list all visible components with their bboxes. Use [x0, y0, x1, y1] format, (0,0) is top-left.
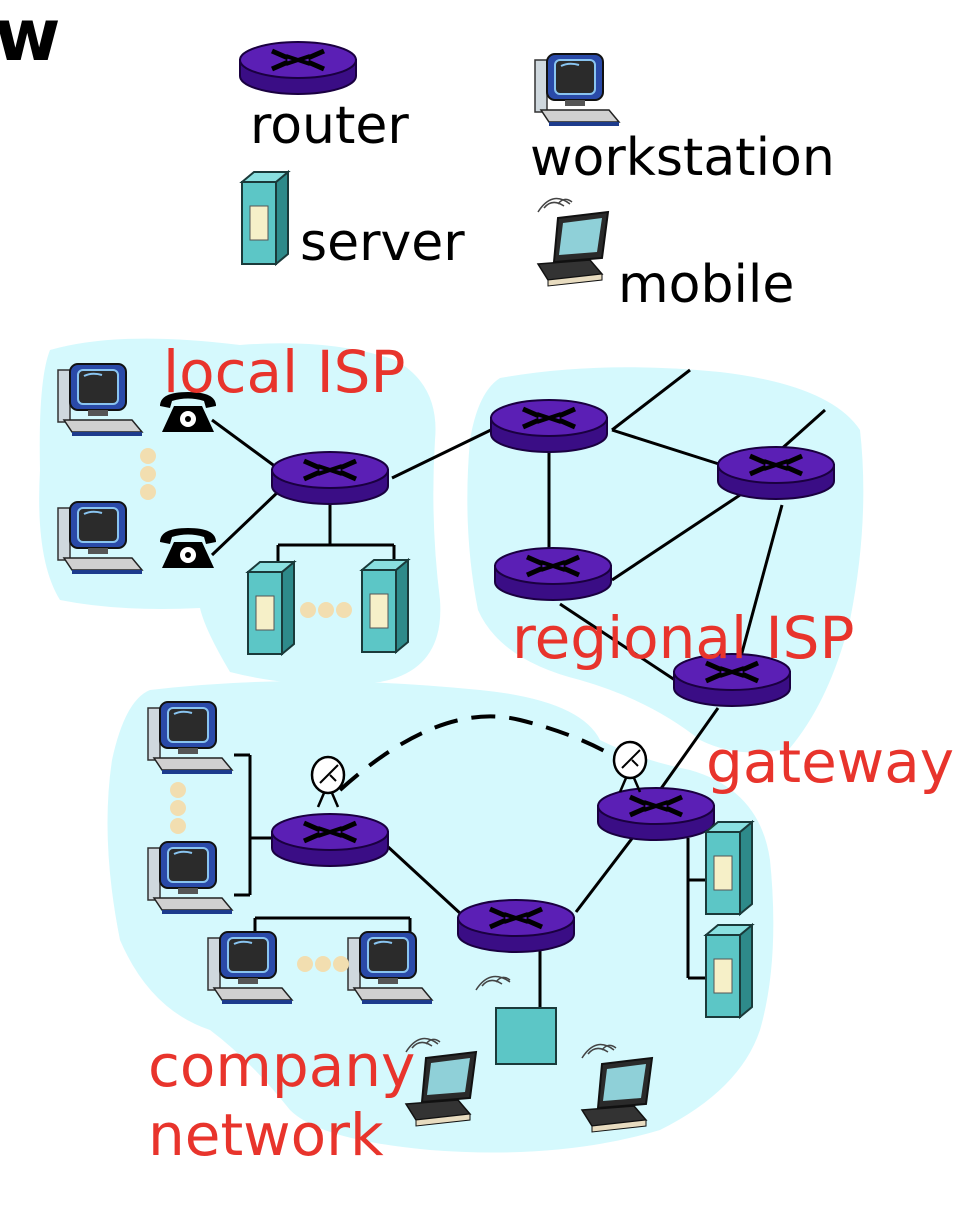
gateway-label: gateway: [706, 728, 954, 796]
router-icon: [598, 788, 714, 840]
legend-server-label: server: [300, 213, 465, 273]
router-icon: [718, 447, 834, 499]
access-point-icon: [495, 1007, 557, 1065]
server-icon: [705, 924, 753, 1018]
ellipsis-dot: [318, 602, 334, 618]
legend-router-icon: [240, 42, 356, 94]
legend-server-icon: [241, 171, 289, 265]
regional-isp-label: regional ISP: [512, 604, 854, 672]
router-icon: [272, 814, 388, 866]
ellipsis-dot: [170, 818, 186, 834]
ellipsis-dot: [140, 448, 156, 464]
local-isp-label: local ISP: [163, 338, 405, 406]
server-icon: [705, 821, 753, 915]
router-icon: [491, 400, 607, 452]
legend-mobile-label: mobile: [618, 255, 794, 315]
legend: router workstation server mobile: [240, 42, 835, 315]
ellipsis-dot: [333, 956, 349, 972]
legend-router-label: router: [250, 96, 409, 156]
ellipsis-dot: [140, 484, 156, 500]
local-isp-region: [39, 338, 441, 685]
company-network-label-line1: company: [148, 1032, 415, 1100]
company-network-label-line2: network: [148, 1101, 384, 1169]
title-fragment: w: [0, 0, 61, 77]
router-icon: [495, 548, 611, 600]
router-icon: [458, 900, 574, 952]
ellipsis-dot: [315, 956, 331, 972]
ellipsis-dot: [170, 782, 186, 798]
ellipsis-dot: [170, 800, 186, 816]
router-icon: [272, 452, 388, 504]
ellipsis-dot: [336, 602, 352, 618]
legend-mobile-icon: [537, 197, 609, 287]
ellipsis-dot: [140, 466, 156, 482]
ellipsis-dot: [300, 602, 316, 618]
network-links: [210, 368, 826, 1010]
server-icon: [361, 559, 409, 653]
ellipsis-dot: [297, 956, 313, 972]
legend-workstation-icon: [534, 53, 620, 127]
company-network-devices: [147, 701, 753, 1133]
local-isp-devices: [57, 363, 409, 655]
server-icon: [247, 561, 295, 655]
legend-workstation-label: workstation: [530, 128, 835, 188]
